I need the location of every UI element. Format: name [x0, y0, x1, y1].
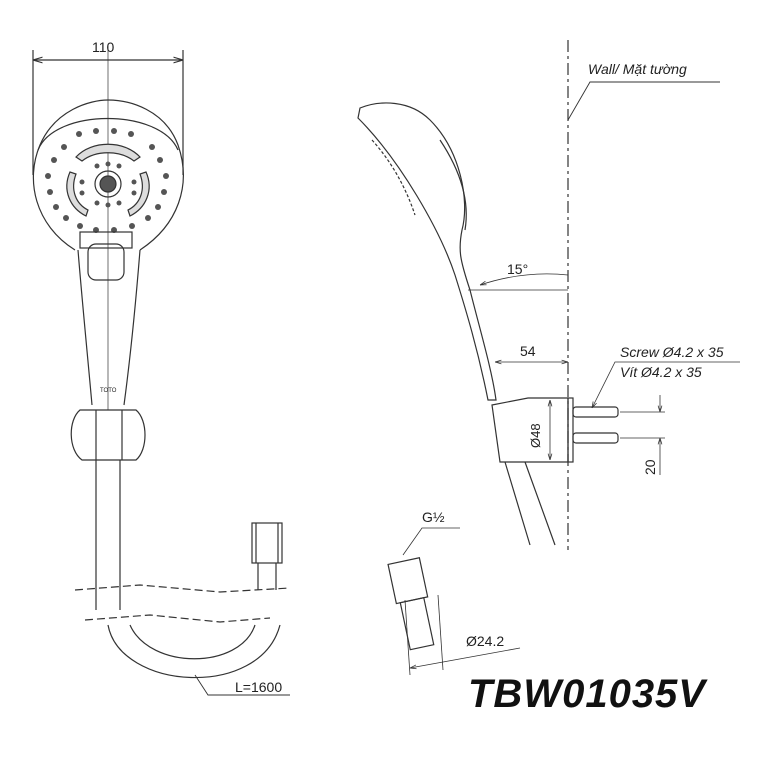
hose-fitting — [251, 522, 283, 564]
shower-head-side — [357, 102, 497, 401]
nut-diameter-label: Ø24.2 — [466, 633, 504, 649]
connector-nut — [387, 557, 429, 605]
connector-detail: G½ Ø24.2 — [387, 509, 521, 676]
angle-label: 15° — [507, 261, 528, 277]
hose-length-label: L=1600 — [235, 679, 282, 695]
hose-side — [504, 461, 556, 546]
screw-label-vi: Vít Ø4.2 x 35 — [620, 364, 702, 380]
spray-nozzles — [45, 128, 169, 233]
mode-button — [87, 243, 125, 281]
spray-ring-top — [75, 143, 141, 162]
holder-diameter-label: Ø48 — [528, 423, 543, 448]
offset-label: 54 — [520, 343, 536, 359]
wall-label: Wall/ Mặt tường — [588, 61, 687, 77]
shower-head-front — [32, 99, 184, 251]
screw-label-en: Screw Ø4.2 x 35 — [620, 344, 724, 360]
screw-spacing-label: 20 — [642, 459, 658, 475]
front-view: 110 TOTO — [32, 39, 291, 696]
thread-label: G½ — [422, 509, 445, 525]
brand-mark: TOTO — [100, 388, 117, 394]
model-number: TBW01035V — [468, 672, 706, 716]
center-nozzle — [94, 170, 122, 198]
dim-head-width: 110 — [92, 39, 115, 55]
side-view: Wall/ Mặt tường 15° 54 Ø48 20 Screw Ø4.2… — [357, 40, 740, 550]
handle-front — [77, 249, 141, 406]
wall-screws — [572, 406, 665, 444]
wall-holder-front — [70, 409, 146, 461]
hose-curve — [107, 624, 281, 679]
